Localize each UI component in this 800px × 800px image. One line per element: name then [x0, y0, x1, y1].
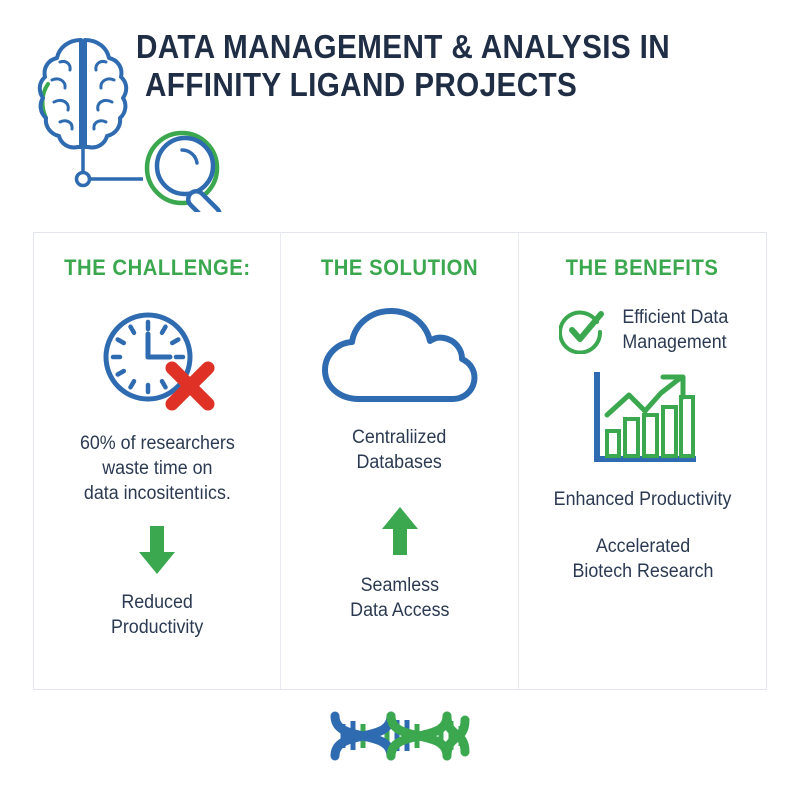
column-solution: THE SOLUTION Centraliized Databases Seam…: [280, 233, 519, 689]
dna-helix-icon: [325, 700, 475, 770]
magnifier-inner-ring: [154, 135, 216, 197]
benefit-1-text: Efficient Data Management: [622, 307, 729, 353]
chart-bar: [660, 405, 678, 458]
clock-face: [103, 312, 193, 402]
brain-left-hemisphere: [37, 38, 83, 150]
cloud-icon: [315, 307, 485, 407]
brain-fold: [99, 77, 116, 90]
cloud-outline: [321, 308, 477, 402]
benefit-item-efficient-data-management: Efficient Data Management: [553, 305, 732, 355]
challenge-stat-text: 60% of researchers waste time on data in…: [79, 433, 235, 504]
chart-bar: [604, 429, 621, 458]
column-heading-solution: THE SOLUTION: [320, 255, 479, 280]
column-heading-challenge: THE CHALLENGE:: [63, 255, 251, 280]
solution-stat-text: Centraliized Databases: [352, 427, 447, 473]
page-title: DATA MANAGEMENT & ANALYSIS IN AFFINITY L…: [136, 28, 756, 104]
down-arrow-shape: [139, 526, 175, 574]
growth-bar-chart-icon: [587, 371, 699, 469]
chart-trend-line: [604, 376, 681, 418]
down-arrow-icon: [135, 524, 179, 576]
chart-bar: [678, 395, 695, 458]
check-circle-icon: [559, 306, 607, 354]
brain-fold: [52, 98, 70, 112]
brain-fold: [94, 60, 108, 72]
clock-with-red-x-icon: [92, 305, 222, 415]
benefit-3-text: Accelerated Biotech Research: [572, 536, 713, 582]
header: DATA MANAGEMENT & ANALYSIS IN AFFINITY L…: [0, 0, 800, 230]
magnifier-outer-ring: [144, 130, 220, 206]
check-circle-graphic: [559, 310, 605, 354]
column-heading-benefits: THE BENEFITS: [566, 255, 719, 280]
brain-fold: [50, 77, 67, 90]
chart-axes: [593, 372, 696, 462]
clock-x-graphic: [103, 312, 215, 411]
magnifier-handle: [185, 188, 223, 226]
up-arrow-shape: [381, 507, 418, 555]
column-benefits: THE BENEFITS Efficient Data Management: [519, 233, 766, 689]
chart-bar: [622, 417, 640, 458]
brain-fold: [96, 98, 114, 112]
dna-helix-graphic: [330, 711, 470, 761]
growth-chart-graphic: [593, 372, 696, 462]
magnifier-glare: [180, 148, 199, 165]
check-mark: [569, 311, 605, 342]
column-challenge: THE CHALLENGE:: [34, 233, 280, 689]
up-arrow-icon: [378, 505, 422, 557]
down-arrow-graphic: [139, 526, 175, 574]
brain-fold: [58, 119, 74, 131]
title-line-2: AFFINITY LIGAND PROJECTS: [145, 66, 578, 103]
brain-fold: [92, 119, 108, 131]
solution-outcome-text: Seamless Data Access: [349, 575, 450, 621]
challenge-outcome-text: Reduced Productivity: [110, 592, 204, 638]
brain-fold: [58, 60, 72, 72]
benefit-2-text: Enhanced Productivity: [553, 489, 732, 510]
title-line-1: DATA MANAGEMENT & ANALYSIS IN: [136, 28, 671, 65]
dna-strand-green-4: [442, 715, 470, 761]
red-x-mark: [165, 361, 215, 411]
chart-trend-arrowhead: [660, 374, 685, 400]
three-column-panel: THE CHALLENGE:: [33, 232, 767, 690]
chart-bar: [641, 413, 659, 458]
brain-right-hemisphere: [83, 38, 129, 150]
cloud-graphic: [321, 308, 477, 402]
connector-dot: [74, 170, 92, 188]
check-circle-ring: [559, 310, 603, 354]
up-arrow-graphic: [381, 507, 418, 555]
